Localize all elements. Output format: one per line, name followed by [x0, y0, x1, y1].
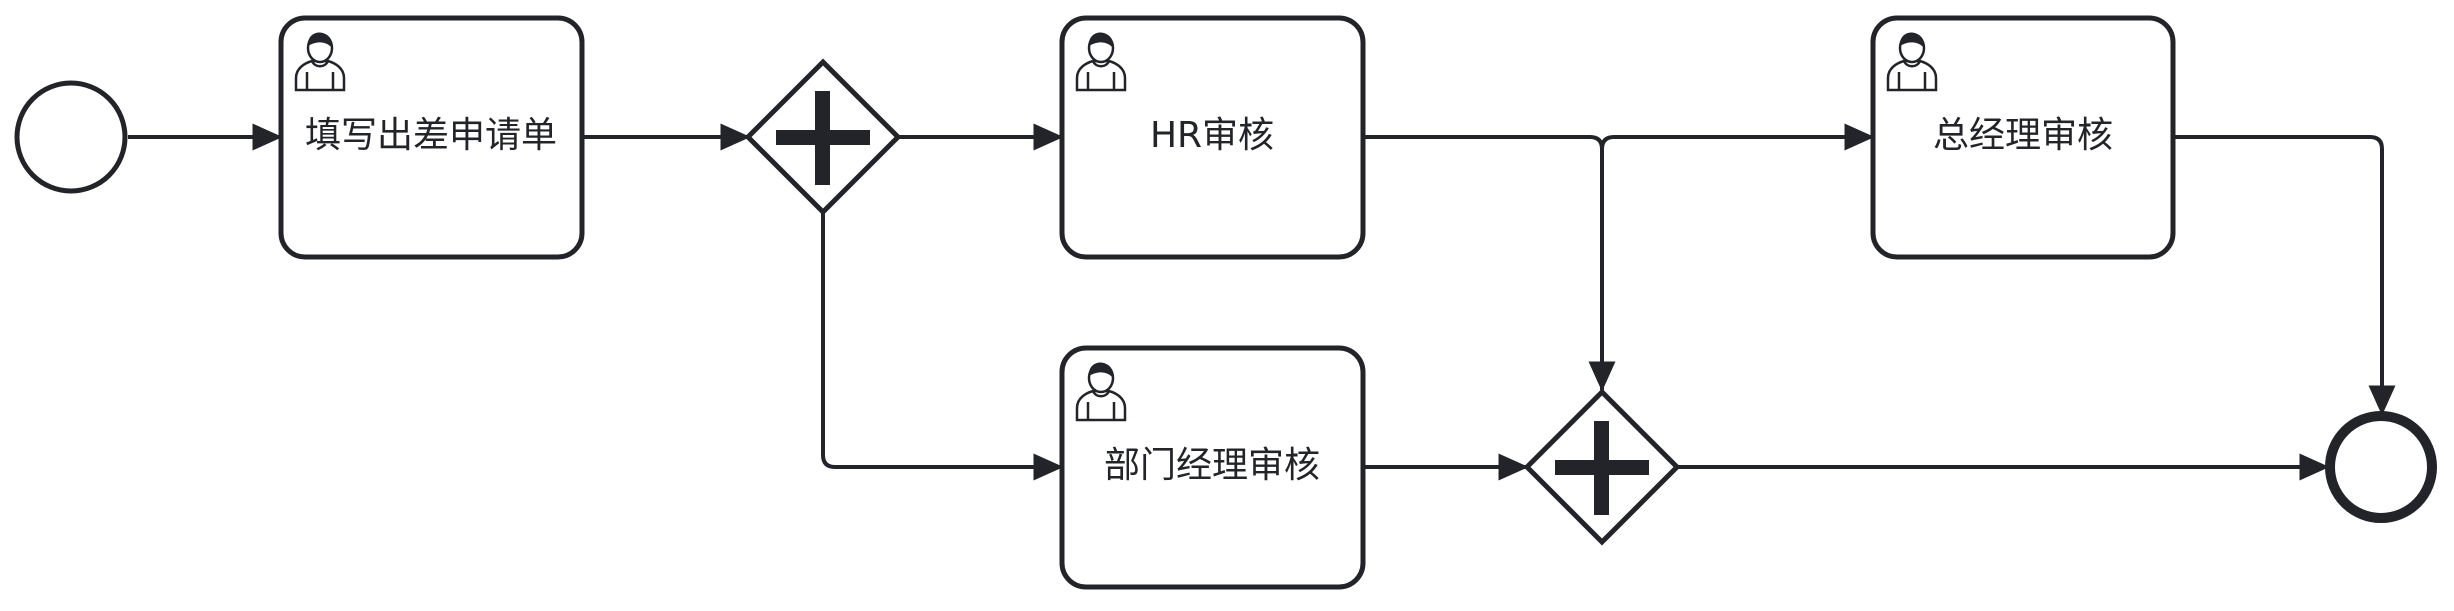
- plus-icon: [776, 91, 870, 185]
- flow-hr-to-gm-review[interactable]: [1600, 123, 1875, 151]
- parallel-gateway-join[interactable]: [1523, 388, 1681, 546]
- task-hr-review[interactable]: HR审核: [1059, 15, 1366, 260]
- task-fill-request[interactable]: 填写出差申请单: [278, 15, 585, 260]
- end-event[interactable]: [2325, 411, 2437, 523]
- parallel-gateway-split[interactable]: [744, 58, 902, 216]
- flow-split-to-dept-review[interactable]: [821, 212, 1064, 481]
- start-event[interactable]: [14, 80, 128, 194]
- task-label: HR审核: [1150, 115, 1274, 156]
- task-dept-manager-review[interactable]: 部门经理审核: [1059, 345, 1366, 590]
- task-label: 填写出差申请单: [305, 115, 557, 156]
- task-label: 总经理审核: [1933, 115, 2113, 156]
- task-label: 部门经理审核: [1104, 445, 1320, 486]
- flow-hr-to-join[interactable]: [1363, 135, 1616, 392]
- flow-gm-to-end[interactable]: [2173, 135, 2396, 416]
- plus-icon: [1555, 421, 1649, 515]
- task-gm-review[interactable]: 总经理审核: [1870, 15, 2176, 260]
- sequence-flows: [128, 123, 2396, 481]
